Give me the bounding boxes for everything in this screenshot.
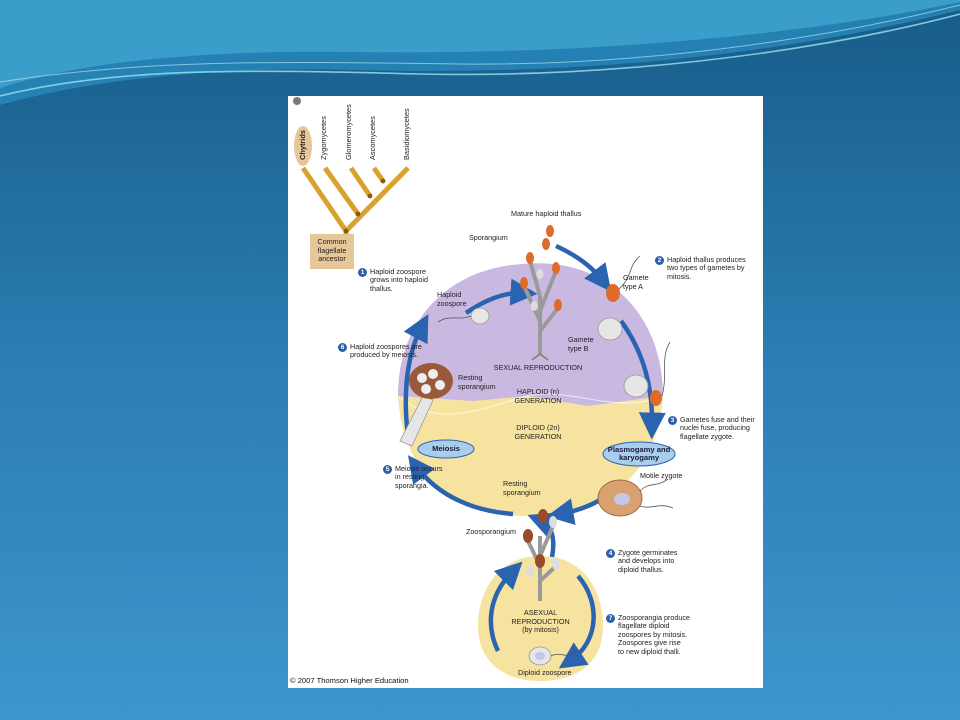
step-text: Zygote germinates and develops into dipl… bbox=[618, 548, 678, 574]
step-2: 2 Haploid thallus produces two types of … bbox=[655, 255, 746, 281]
gamete-a-lower bbox=[650, 390, 662, 406]
chytrid-life-cycle-figure: Chytrids Zygomycetes Glomeromycetes Asco… bbox=[288, 96, 763, 688]
resting-sporangium-top bbox=[399, 363, 453, 447]
step-1: 1 Haploid zoospore grows into haploid th… bbox=[358, 267, 428, 293]
diploid-generation-label: DIPLOID (2n) GENERATION bbox=[514, 423, 562, 441]
step-5: 5 Meiosis occurs in resting sporangia. bbox=[383, 464, 443, 490]
haploid-thallus bbox=[520, 225, 562, 361]
step-number: 7 bbox=[606, 614, 615, 623]
diploid-thallus bbox=[523, 509, 560, 601]
step-number: 2 bbox=[655, 256, 664, 265]
taxon-label: Chytrids bbox=[298, 130, 307, 160]
step-text: Gametes fuse and their nuclei fuse, prod… bbox=[680, 415, 755, 441]
step-7: 7 Zoosporangia produce flagellate diploi… bbox=[606, 613, 690, 656]
gamete-a-top bbox=[606, 284, 620, 302]
plasmogamy-ellipse bbox=[602, 441, 676, 467]
meiosis-label: Meiosis bbox=[432, 444, 460, 453]
resting-sporangium-top-label: Resting sporangium bbox=[458, 373, 496, 391]
step-6: 6 Haploid zoospores are produced by meio… bbox=[338, 342, 422, 360]
meiosis-ellipse bbox=[417, 439, 475, 459]
step-text: Haploid thallus produces two types of ga… bbox=[667, 255, 746, 281]
zoosporangium-label: Zoosporangium bbox=[466, 527, 516, 536]
haploid-region bbox=[398, 263, 663, 436]
gamete-a-label: Gamete type A bbox=[623, 273, 649, 291]
root-box bbox=[310, 234, 354, 269]
copyright-notice: © 2007 Thomson Higher Education bbox=[290, 676, 409, 685]
step-3: 3 Gametes fuse and their nuclei fuse, pr… bbox=[668, 415, 755, 441]
mature-thallus-label: Mature haploid thallus bbox=[511, 209, 582, 218]
taxon-label: Basidiomycetes bbox=[402, 108, 411, 160]
step-4: 4 Zygote germinates and develops into di… bbox=[606, 548, 678, 574]
gamete-b-label: Gamete type B bbox=[568, 335, 594, 353]
root-label: Common flagellate ancestor bbox=[317, 237, 347, 264]
diploid-zoospore-label: Diploid zoospore bbox=[518, 668, 572, 677]
resting-sporangium-bottom-label: Resting sporangium bbox=[503, 479, 541, 497]
step-number: 4 bbox=[606, 549, 615, 558]
step-text: Zoosporangia produce flagellate diploid … bbox=[618, 613, 690, 656]
step-number: 6 bbox=[338, 343, 347, 352]
taxon-label: Ascomycetes bbox=[368, 116, 377, 160]
gamete-b-lower bbox=[623, 374, 649, 398]
step-text: Meiosis occurs in resting sporangia. bbox=[395, 464, 443, 490]
taxon-label: Zygomycetes bbox=[319, 116, 328, 160]
step-text: Haploid zoospore grows into haploid thal… bbox=[370, 267, 428, 293]
phylogeny-tree bbox=[293, 97, 410, 269]
sexual-reproduction-label: SEXUAL REPRODUCTION bbox=[493, 363, 583, 372]
step-text: Haploid zoospores are produced by meiosi… bbox=[350, 342, 422, 360]
motile-zygote-label: Motile zygote bbox=[640, 471, 683, 480]
sporangium-label: Sporangium bbox=[469, 233, 508, 242]
haploid-zoospore-label: Haploid zoospore bbox=[437, 290, 467, 308]
asexual-reproduction-label: ASEXUAL REPRODUCTION (by mitosis) bbox=[511, 608, 570, 635]
step-number: 3 bbox=[668, 416, 677, 425]
chytrid-icon bbox=[293, 97, 301, 105]
plasmogamy-label: Plasmogamy and karyogamy bbox=[607, 445, 671, 463]
taxon-label: Glomeromycetes bbox=[344, 104, 353, 160]
haploid-generation-label: HAPLOID (n) GENERATION bbox=[514, 387, 562, 405]
diploid-region bbox=[398, 396, 663, 516]
gamete-b-top bbox=[597, 317, 623, 341]
step-number: 1 bbox=[358, 268, 367, 277]
chytrids-highlight bbox=[294, 126, 312, 166]
haploid-zoospore bbox=[470, 307, 490, 325]
step-number: 5 bbox=[383, 465, 392, 474]
